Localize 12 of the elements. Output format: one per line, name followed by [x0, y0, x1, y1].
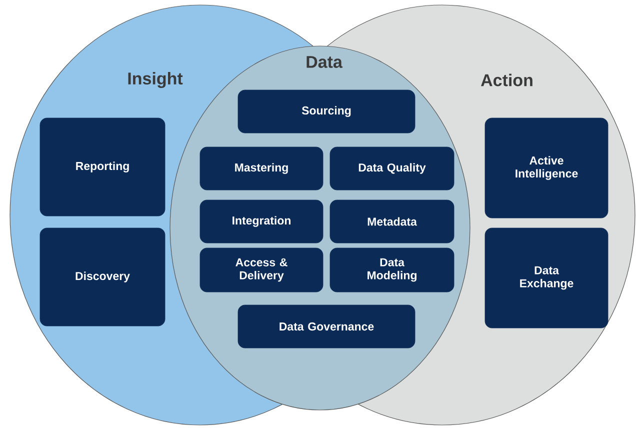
process-box: Reporting: [40, 118, 166, 216]
process-box: Active Intelligence: [484, 118, 608, 218]
process-box: Integration: [200, 200, 324, 244]
process-box: Data Modeling: [330, 248, 454, 292]
process-box: Mastering: [200, 146, 324, 190]
process-box: Data Exchange: [484, 228, 608, 328]
process-box: Data Governance: [238, 304, 416, 348]
process-box: Sourcing: [238, 90, 416, 134]
process-box: Access & Delivery: [200, 248, 324, 292]
process-box: Discovery: [40, 228, 166, 326]
process-box: Data Quality: [330, 146, 454, 190]
process-box: Metadata: [330, 200, 454, 244]
